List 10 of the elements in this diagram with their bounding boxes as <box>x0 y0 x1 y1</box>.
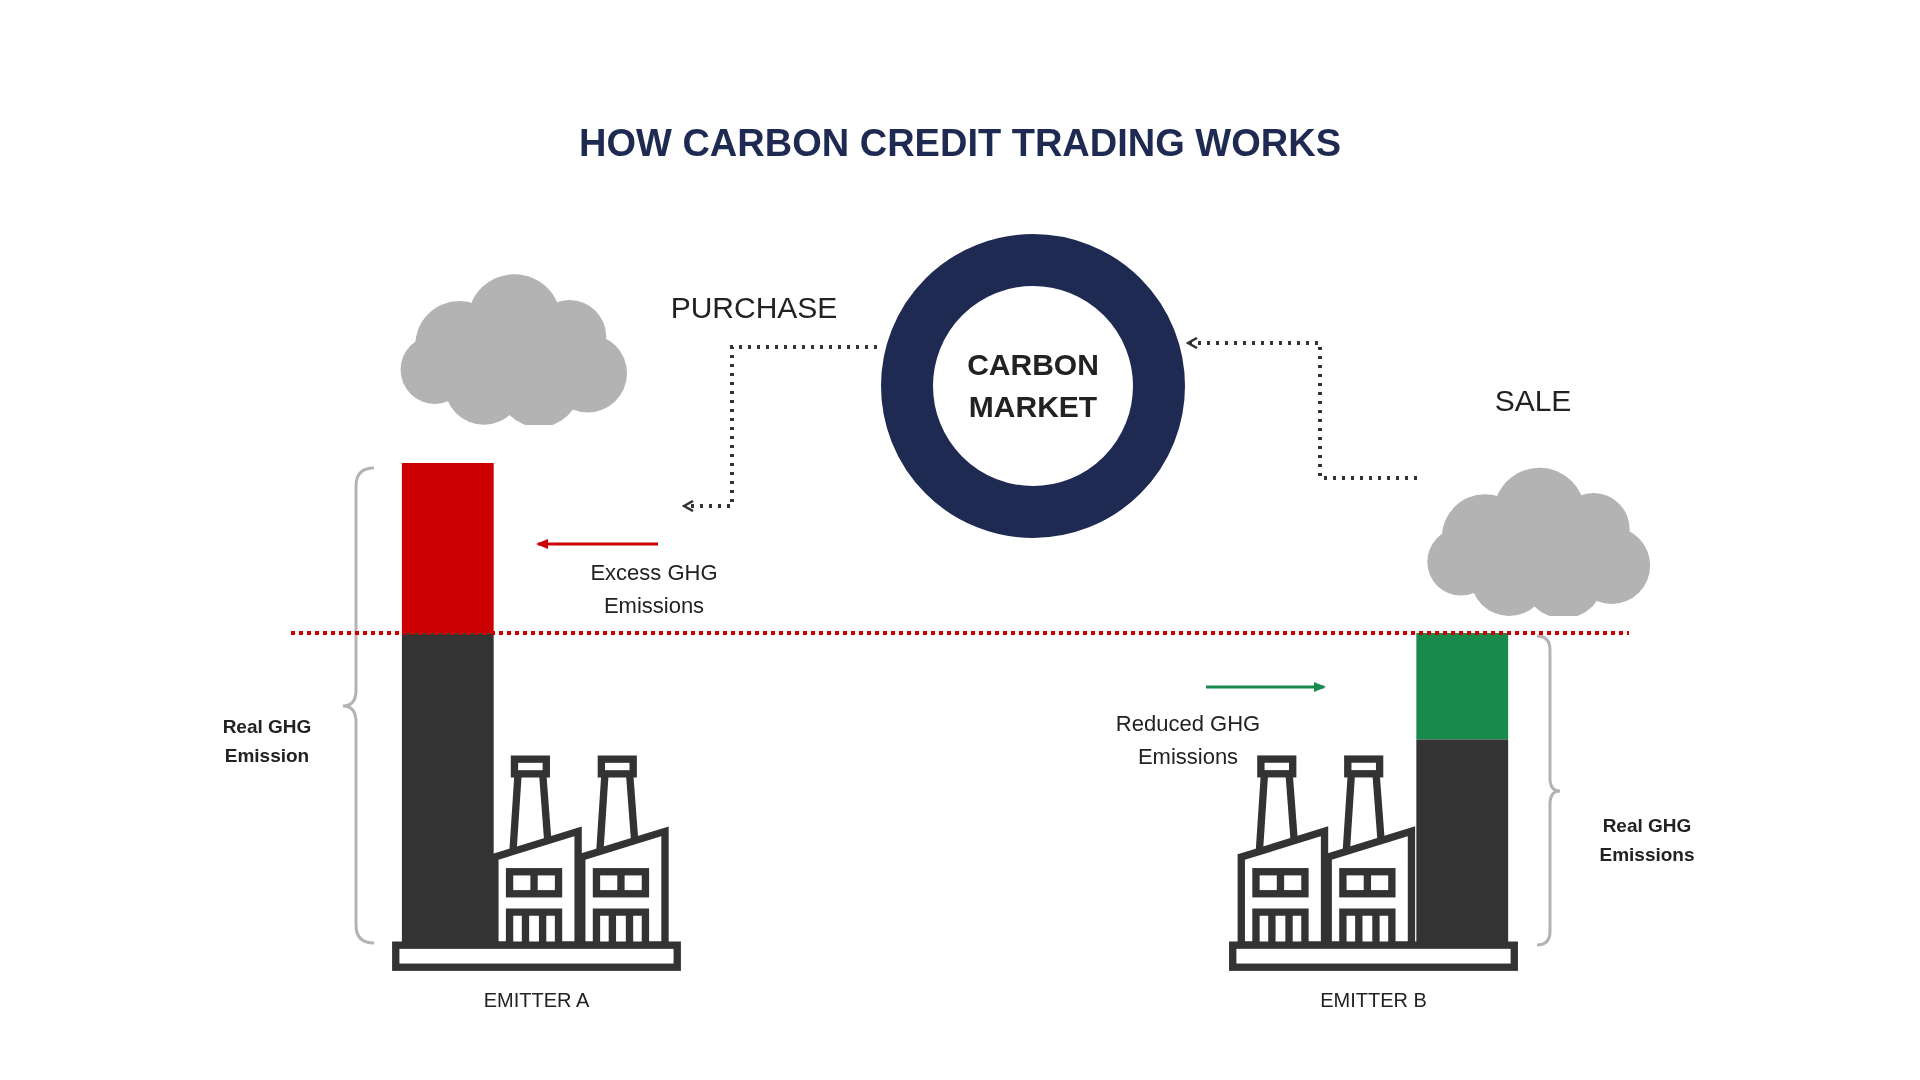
market-label: CARBON MARKET <box>967 348 1099 423</box>
annotation-text: Excess GHG Emissions <box>590 560 718 618</box>
annotation-text: Reduced GHG Emissions <box>1115 711 1261 769</box>
bracket-label: Real GHG Emissions <box>1599 815 1695 865</box>
emitter-name: EMITTER B <box>1320 989 1427 1011</box>
emitter-name: EMITTER A <box>483 989 590 1011</box>
title: HOW CARBON CREDIT TRADING WORKS <box>578 122 1342 164</box>
dotted-arrow <box>1186 336 1417 480</box>
bracket-label: Real GHG Emission <box>222 716 312 766</box>
dotted-arrow <box>682 345 877 513</box>
